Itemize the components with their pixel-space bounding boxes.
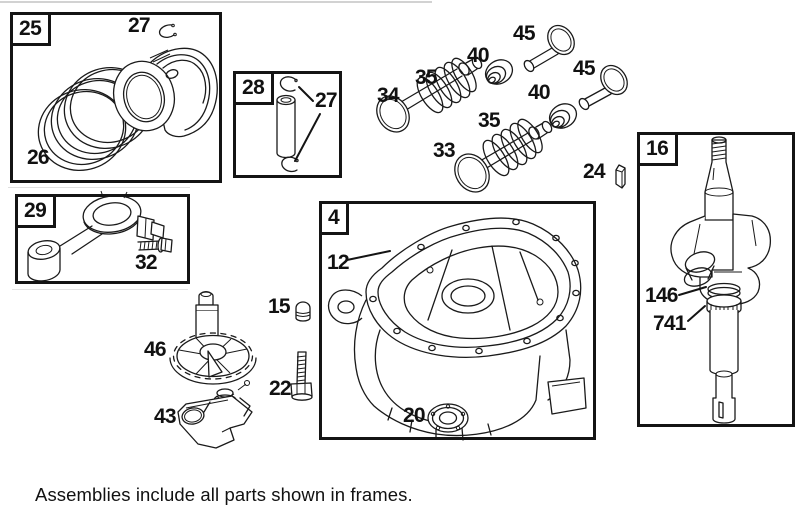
callout-35-spring-b: 35 [478, 109, 501, 132]
scan-artifact-line [12, 289, 188, 290]
scan-artifact-line [8, 187, 190, 188]
sump-bolt-drawing [290, 351, 313, 401]
rod-bolt-drawing [137, 237, 173, 253]
valve-retainer-drawing [548, 103, 578, 129]
assembly-frame-16: 16 [637, 132, 795, 427]
frame-29-number: 29 [15, 194, 57, 228]
key-drawing [615, 164, 626, 189]
assembly-frame-28: 28 [233, 71, 342, 178]
intake-valve-drawing [376, 56, 483, 133]
callout-24-key: 24 [583, 160, 606, 183]
callout-32-rod-bolt: 32 [135, 251, 158, 274]
frame-4-number: 4 [319, 201, 350, 235]
camshaft-gear-drawing [169, 291, 257, 385]
exhaust-valve-drawing [454, 120, 553, 193]
tappet-drawing [295, 301, 311, 322]
callout-34-valve: 34 [377, 84, 400, 107]
frame-28-number: 28 [233, 71, 275, 105]
callout-35-spring-a: 35 [415, 66, 438, 89]
callout-43-governor: 43 [154, 405, 177, 428]
callout-20-oil-seal: 20 [403, 404, 426, 427]
assembly-frame-29: 29 [15, 194, 190, 284]
valve-spring-drawing [482, 118, 543, 177]
oil-seal-drawing [427, 403, 469, 433]
callout-40-retainer-b: 40 [528, 81, 551, 104]
retaining-ring-icon [158, 23, 177, 38]
callout-146-washer: 146 [645, 284, 678, 307]
assembly-frame-4: 4 [319, 201, 596, 440]
valve-cap-drawing [578, 64, 628, 111]
callout-12-gasket: 12 [327, 251, 350, 274]
piston-drawing [112, 47, 218, 138]
callout-15-tappet: 15 [268, 295, 291, 318]
governor-drawing [177, 380, 253, 449]
diagram-caption: Assemblies include all parts shown in fr… [35, 484, 413, 505]
frame-25-number: 25 [10, 12, 52, 46]
callout-45-cap-a: 45 [513, 22, 536, 45]
piston-pin-drawing [276, 76, 321, 173]
connecting-rod-drawing [27, 190, 165, 282]
callout-22-bolt: 22 [269, 377, 292, 400]
callout-26-piston-rings: 26 [27, 146, 50, 169]
callout-40-retainer-a: 40 [467, 44, 490, 67]
callout-33-valve: 33 [433, 139, 456, 162]
callout-27-piston-clip: 27 [128, 14, 151, 37]
valve-cap-drawing [523, 24, 575, 73]
frame-16-number: 16 [637, 132, 679, 166]
valve-spring-drawing [416, 57, 477, 114]
crankshaft-drawing [670, 136, 772, 424]
crankcase-sump-drawing [327, 217, 587, 441]
callout-46-camshaft: 46 [144, 338, 167, 361]
assembly-frame-25: 25 [10, 12, 222, 183]
scan-artifact-line [0, 1, 432, 3]
callout-27-pin-clips: 27 [315, 89, 338, 112]
callout-45-cap-b: 45 [573, 57, 596, 80]
valve-retainer-drawing [484, 59, 514, 85]
callout-741-gear: 741 [653, 312, 686, 335]
